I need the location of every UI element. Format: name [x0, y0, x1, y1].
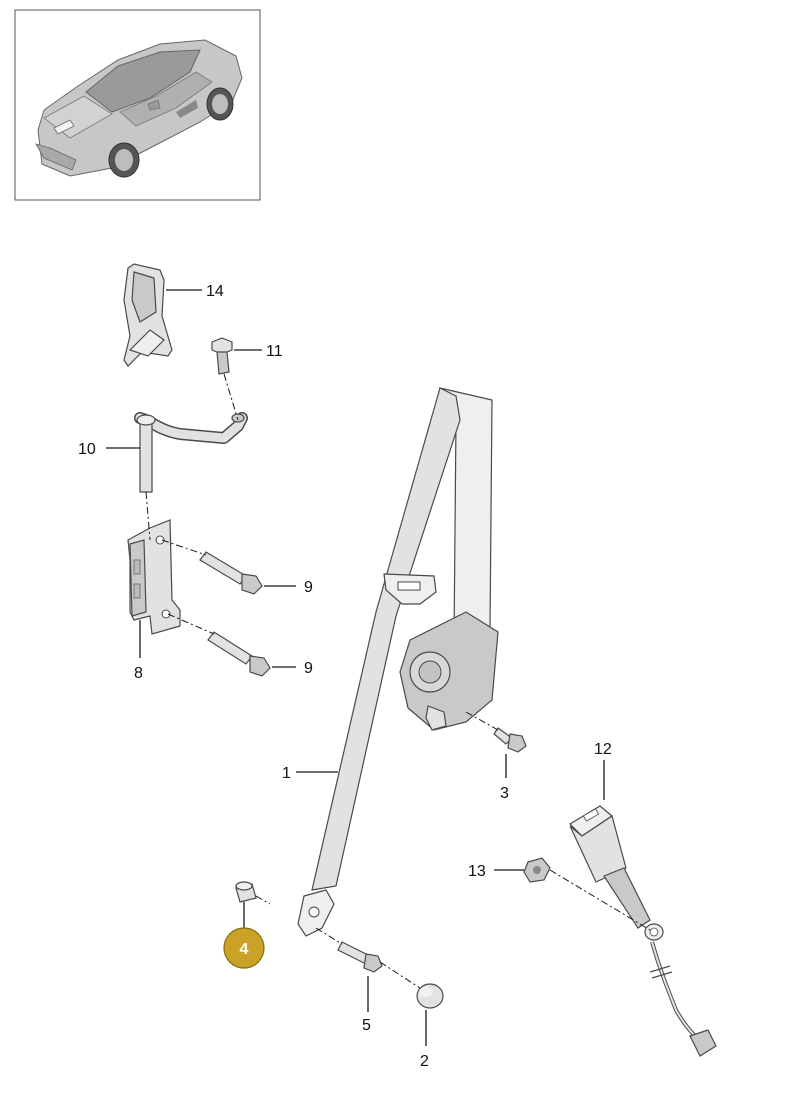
callout-9-upper[interactable]: 9 — [304, 579, 313, 596]
highlight-badge[interactable] — [223, 927, 265, 969]
part-2-cap[interactable] — [416, 983, 444, 1009]
callout-4-highlighted[interactable]: 4 — [223, 927, 265, 969]
part-12-buckle[interactable] — [569, 805, 717, 1057]
callout-3[interactable]: 3 — [500, 785, 509, 802]
callout-8[interactable]: 8 — [134, 665, 143, 682]
part-14-belt-guide[interactable] — [123, 263, 173, 367]
part-10-guide-rod[interactable] — [134, 412, 248, 493]
callout-labels: 14 11 10 9 9 8 1 3 12 13 5 2 4 — [78, 283, 612, 1070]
callout-11[interactable]: 11 — [266, 343, 283, 360]
assembly-lines — [145, 373, 651, 989]
part-9-bolt-upper[interactable] — [199, 551, 263, 595]
part-4-spacer[interactable] — [235, 881, 257, 903]
callout-4[interactable]: 4 — [240, 941, 249, 958]
callout-13[interactable]: 13 — [468, 863, 486, 880]
vehicle-thumbnail[interactable] — [14, 9, 261, 201]
part-8-anchor-bracket[interactable] — [127, 519, 181, 635]
callout-12[interactable]: 12 — [594, 741, 612, 758]
part-9-bolt-lower[interactable] — [207, 631, 271, 677]
part-13-nut[interactable] — [523, 857, 551, 883]
leader-lines — [106, 289, 605, 1046]
callout-1[interactable]: 1 — [282, 765, 291, 782]
callout-10[interactable]: 10 — [78, 441, 96, 458]
callout-5[interactable]: 5 — [362, 1017, 371, 1034]
part-11-bolt[interactable] — [211, 337, 233, 375]
part-3-bolt[interactable] — [493, 727, 527, 753]
car-illustration — [35, 39, 243, 178]
callout-2[interactable]: 2 — [420, 1053, 429, 1070]
callout-9-lower[interactable]: 9 — [304, 660, 313, 677]
part-1-seat-belt[interactable] — [297, 387, 499, 937]
callout-14[interactable]: 14 — [206, 283, 224, 300]
part-5-bolt[interactable] — [337, 941, 383, 973]
